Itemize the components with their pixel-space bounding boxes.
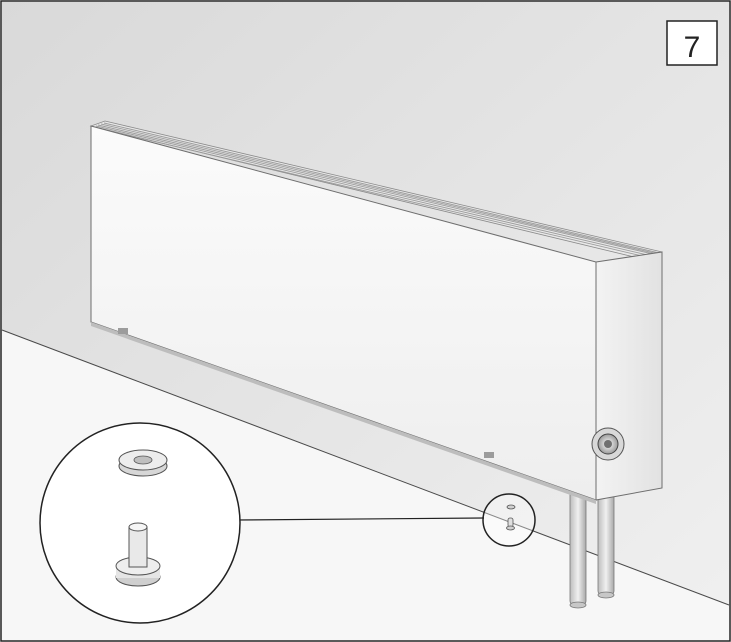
valve-icon — [591, 427, 625, 461]
radiator-foot-left — [118, 328, 128, 334]
callout-line — [235, 517, 485, 521]
radiator-side — [595, 251, 663, 501]
pipe-right — [597, 489, 615, 596]
radiator-grille — [92, 122, 660, 260]
washer-icon — [118, 449, 168, 477]
bolt-icon — [115, 522, 161, 587]
step-number-box: 7 — [666, 20, 718, 66]
pipe-left — [569, 489, 587, 606]
detail-callout — [39, 422, 241, 624]
radiator-foot-mid — [484, 452, 494, 458]
step-number: 7 — [684, 31, 701, 64]
radiator — [89, 120, 663, 504]
radiator-bottom-shadow — [91, 322, 596, 504]
bolt-location-marker — [482, 493, 536, 547]
